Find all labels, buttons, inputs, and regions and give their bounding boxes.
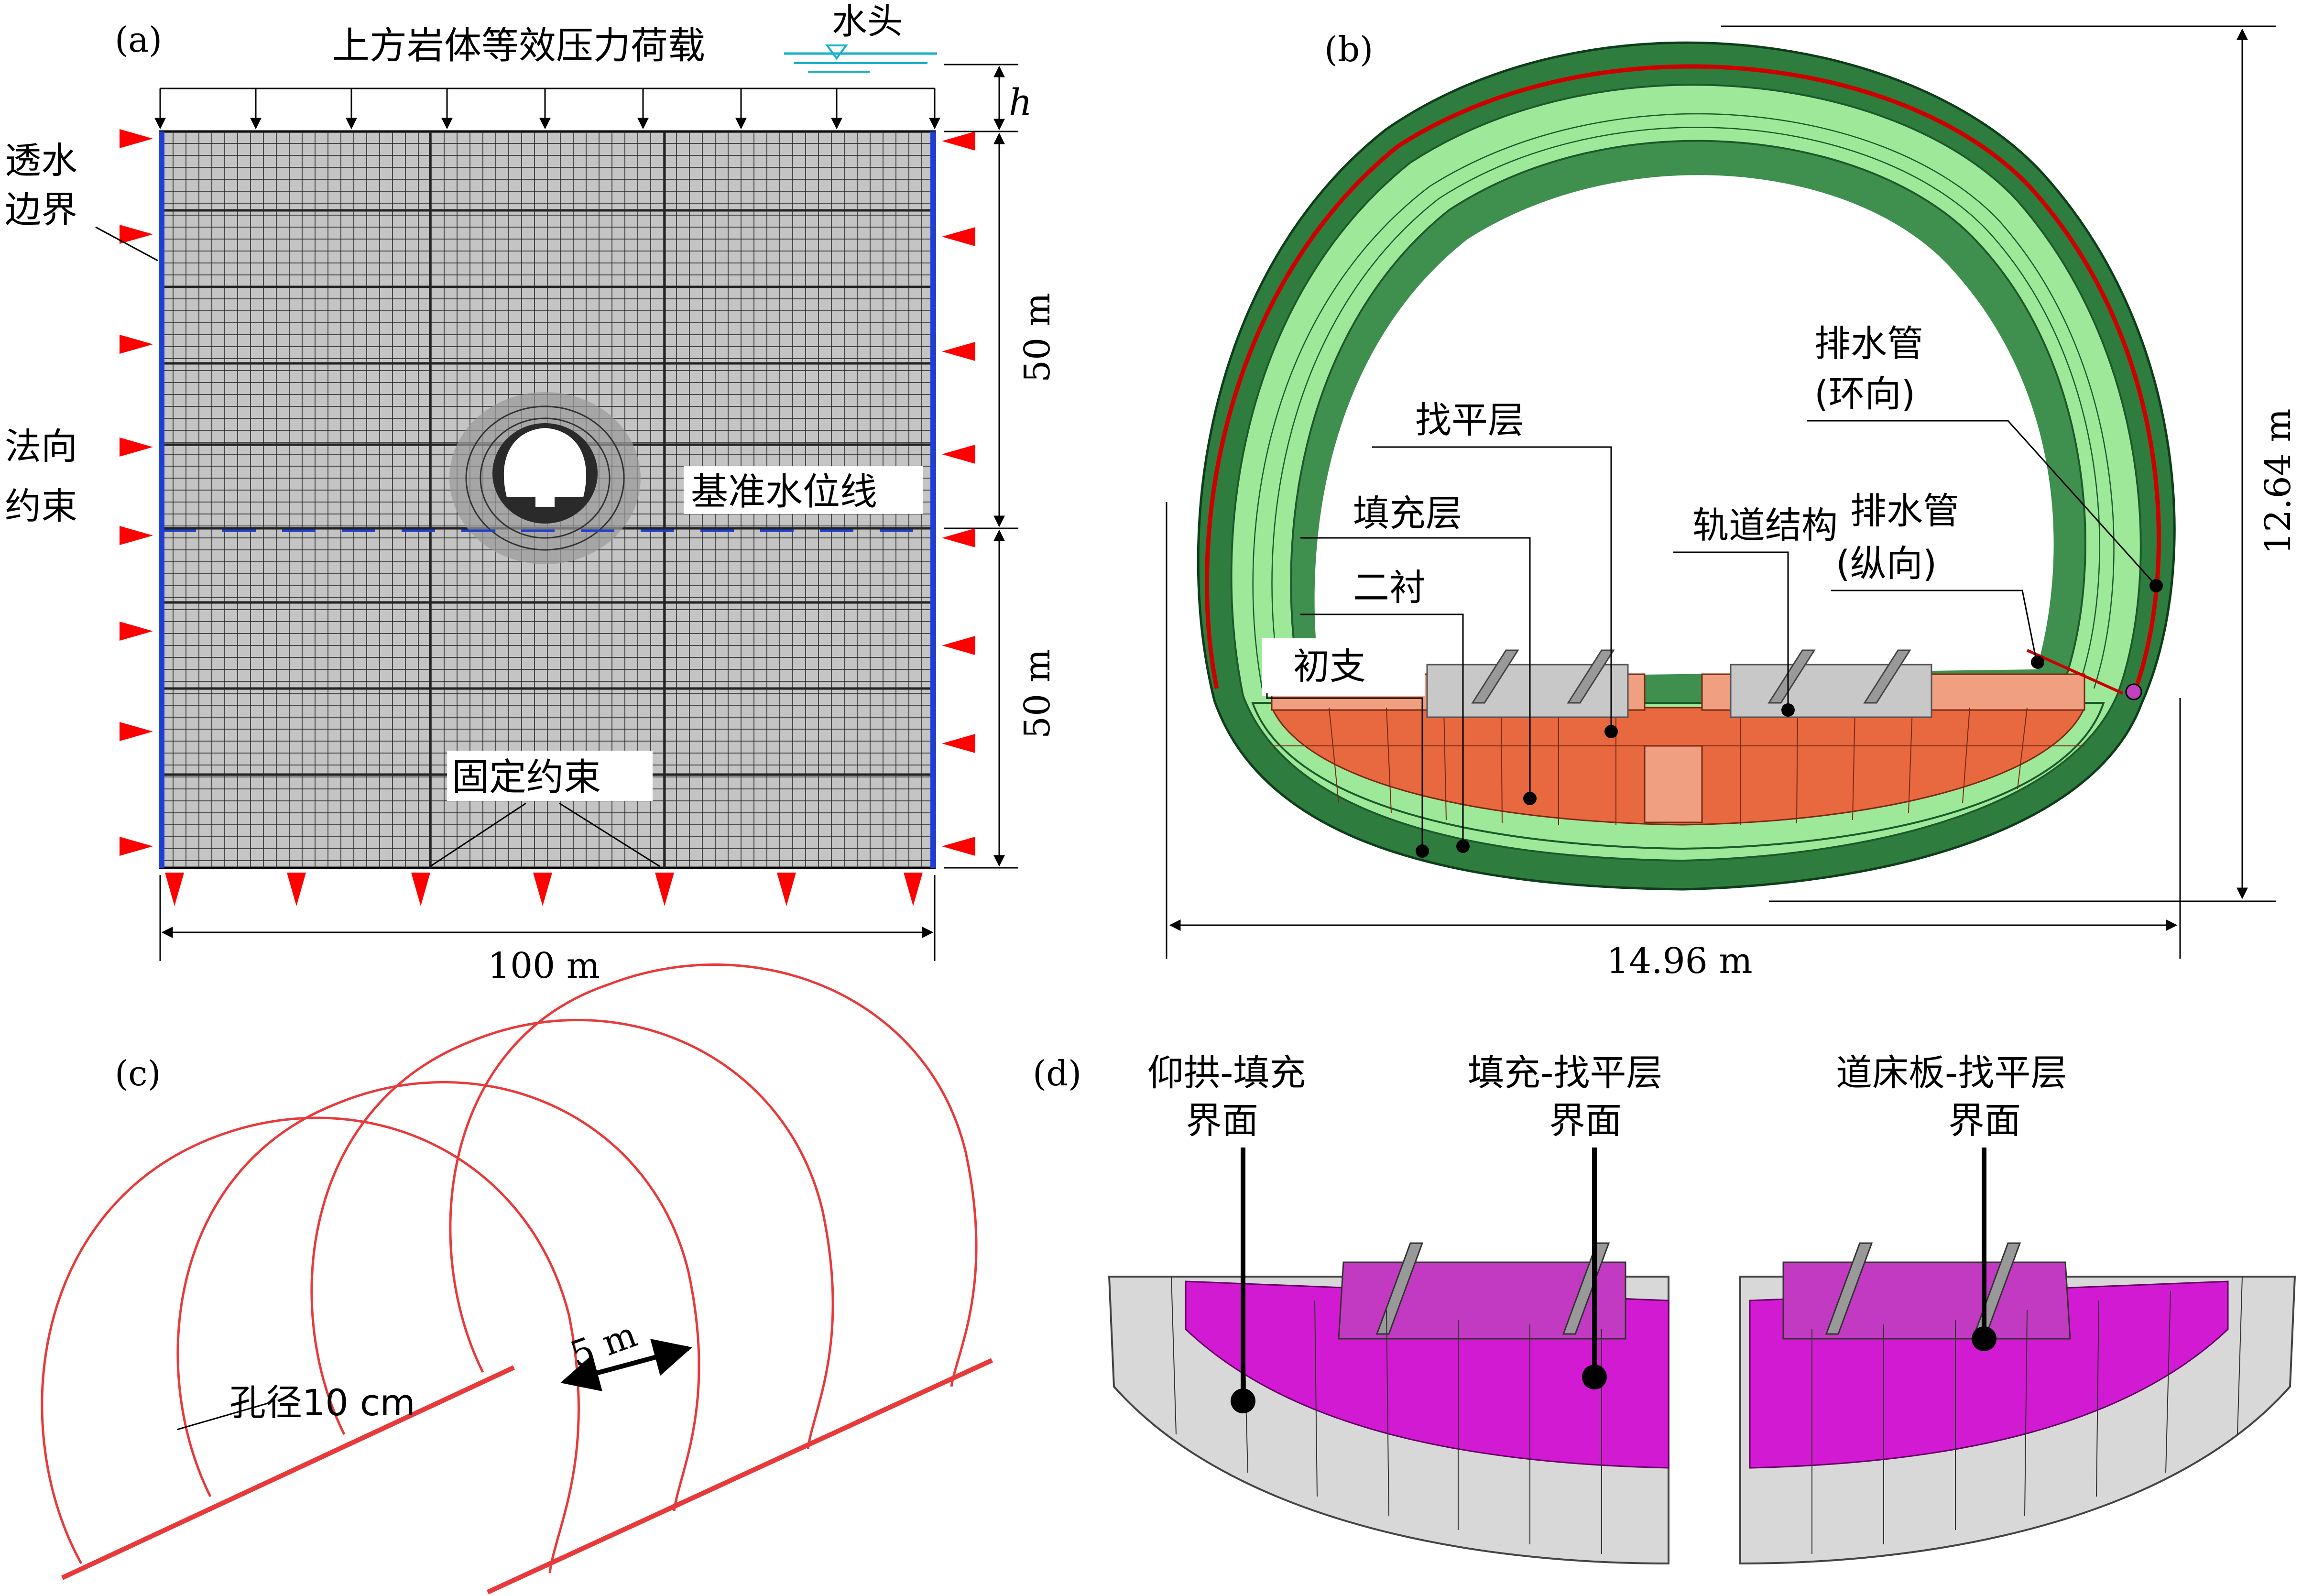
reference-water-level-label: 基准水位线 xyxy=(691,470,877,514)
interface-1-label-2: 界面 xyxy=(1186,1099,1258,1142)
water-head-icon xyxy=(784,44,937,73)
drain-long-label-1: 排水管 xyxy=(1850,490,1959,532)
interface-3-label-1: 道床板-找平层 xyxy=(1836,1051,2067,1094)
panel-a-dimensions xyxy=(159,64,1018,961)
water-head-label: 水头 xyxy=(832,1,903,42)
spacing-arrow xyxy=(560,1339,692,1391)
drain-ring-label-1: 排水管 xyxy=(1814,322,1923,365)
fixed-constraint-markers xyxy=(165,873,923,906)
filling-layer-label: 填充层 xyxy=(1353,492,1462,535)
normal-constraint-label-2: 约束 xyxy=(5,485,77,527)
tunnel-interior xyxy=(1314,175,2054,679)
permeable-boundary-label-1: 透水 xyxy=(5,139,77,182)
panel-d: (d) 仰拱-填充 界面 填充-找平层 xyxy=(1033,1051,2296,1565)
primary-support-dot xyxy=(1416,844,1429,858)
width-label: 100 m xyxy=(488,945,600,986)
panel-b-label: (b) xyxy=(1324,29,1373,69)
top-load-arrows xyxy=(154,87,940,130)
leveling-layer-leader xyxy=(1372,446,1612,732)
filling-layer-dot xyxy=(1523,792,1537,805)
panel-d-rails xyxy=(1375,1242,2021,1335)
leveling-layer-label: 找平层 xyxy=(1415,399,1524,441)
fixed-constraint-label: 固定约束 xyxy=(452,756,601,799)
drain-long-label-2: (纵向) xyxy=(1836,542,1937,585)
drain-ring-dot xyxy=(2149,579,2163,592)
secondary-lining-leader xyxy=(1300,613,1464,846)
secondary-lining-label: 二衬 xyxy=(1353,566,1426,609)
track-structure-leader xyxy=(1673,551,1789,710)
interface-2-label-2: 界面 xyxy=(1549,1099,1622,1142)
longitudinal-pipe-left xyxy=(61,1365,515,1580)
secondary-lining-dot xyxy=(1456,840,1470,853)
filling-layer-leader xyxy=(1300,537,1531,798)
track-structure-label: 轨道结构 xyxy=(1692,504,1838,547)
water-level-label-bg xyxy=(684,466,923,514)
drain-hole-rings xyxy=(41,963,978,1574)
drain-pipe-ring xyxy=(1205,64,2161,699)
fixed-constraint-leader-1 xyxy=(430,802,526,867)
hole-label: 孔径10 cm xyxy=(229,1381,415,1424)
panel-b: (b) xyxy=(1166,25,2299,982)
drain-pipe-longitudinal-marker xyxy=(2125,683,2142,700)
panel-b-width-label: 14.96 m xyxy=(1606,940,1753,982)
primary-support-leader xyxy=(1266,693,1423,851)
panel-b-height-label: 12.64 m xyxy=(2258,408,2299,555)
drain-long-leader xyxy=(1831,590,2038,663)
fixed-constraint-leader-2 xyxy=(559,802,660,867)
leveling-layer-dot xyxy=(1604,725,1618,738)
central-drain-channel xyxy=(1644,745,1703,823)
panel-b-dimensions xyxy=(1166,25,2276,959)
track-slab-right xyxy=(1730,664,1932,718)
interface-1-dot xyxy=(1231,1388,1255,1413)
fixed-constraint-label-bg xyxy=(447,751,653,801)
lining-segment-lines xyxy=(1252,113,2115,689)
normal-constraint-label-1: 法向 xyxy=(5,425,77,468)
height-upper-label: 50 m xyxy=(1017,293,1058,383)
normal-constraint-markers xyxy=(120,129,975,856)
drain-pipe-link xyxy=(2026,649,2124,695)
longitudinal-pipe-right xyxy=(486,1358,993,1595)
permeable-boundary-leader xyxy=(95,226,158,262)
tunnel-cavity xyxy=(503,428,587,507)
panel-a: (a) 上方岩体等效压力荷载 水头 xyxy=(5,1,1058,986)
panel-d-grid xyxy=(1171,1276,2243,1554)
panel-c: (c) 5 m 孔径10 cm xyxy=(41,963,993,1595)
drain-ring-leader xyxy=(1807,420,2157,587)
primary-support-label: 初支 xyxy=(1293,645,1366,688)
drain-long-dot xyxy=(2031,656,2044,669)
top-load-label: 上方岩体等效压力荷载 xyxy=(332,24,705,67)
slab-left xyxy=(1338,1261,1626,1340)
interface-1-label-1: 仰拱-填充 xyxy=(1147,1051,1306,1094)
primary-support-label-bg xyxy=(1262,638,1425,696)
interface-3-label-2: 界面 xyxy=(1948,1099,2021,1142)
height-lower-label: 50 m xyxy=(1017,649,1058,739)
panel-c-label: (c) xyxy=(115,1053,161,1093)
interface-3-dot xyxy=(1972,1326,1997,1351)
panel-a-label: (a) xyxy=(115,20,162,60)
rails xyxy=(1471,649,1911,704)
h-label: h xyxy=(1009,81,1032,123)
interface-2-dot xyxy=(1582,1365,1607,1389)
hole-leader xyxy=(176,1402,268,1431)
panel-d-label: (d) xyxy=(1033,1053,1081,1093)
permeable-boundary-label-2: 边界 xyxy=(5,188,77,231)
interface-2-label-1: 填充-找平层 xyxy=(1468,1051,1662,1094)
track-structure-dot xyxy=(1781,703,1795,717)
drain-ring-label-2: (环向) xyxy=(1814,372,1915,415)
mesh-grid xyxy=(160,131,935,868)
